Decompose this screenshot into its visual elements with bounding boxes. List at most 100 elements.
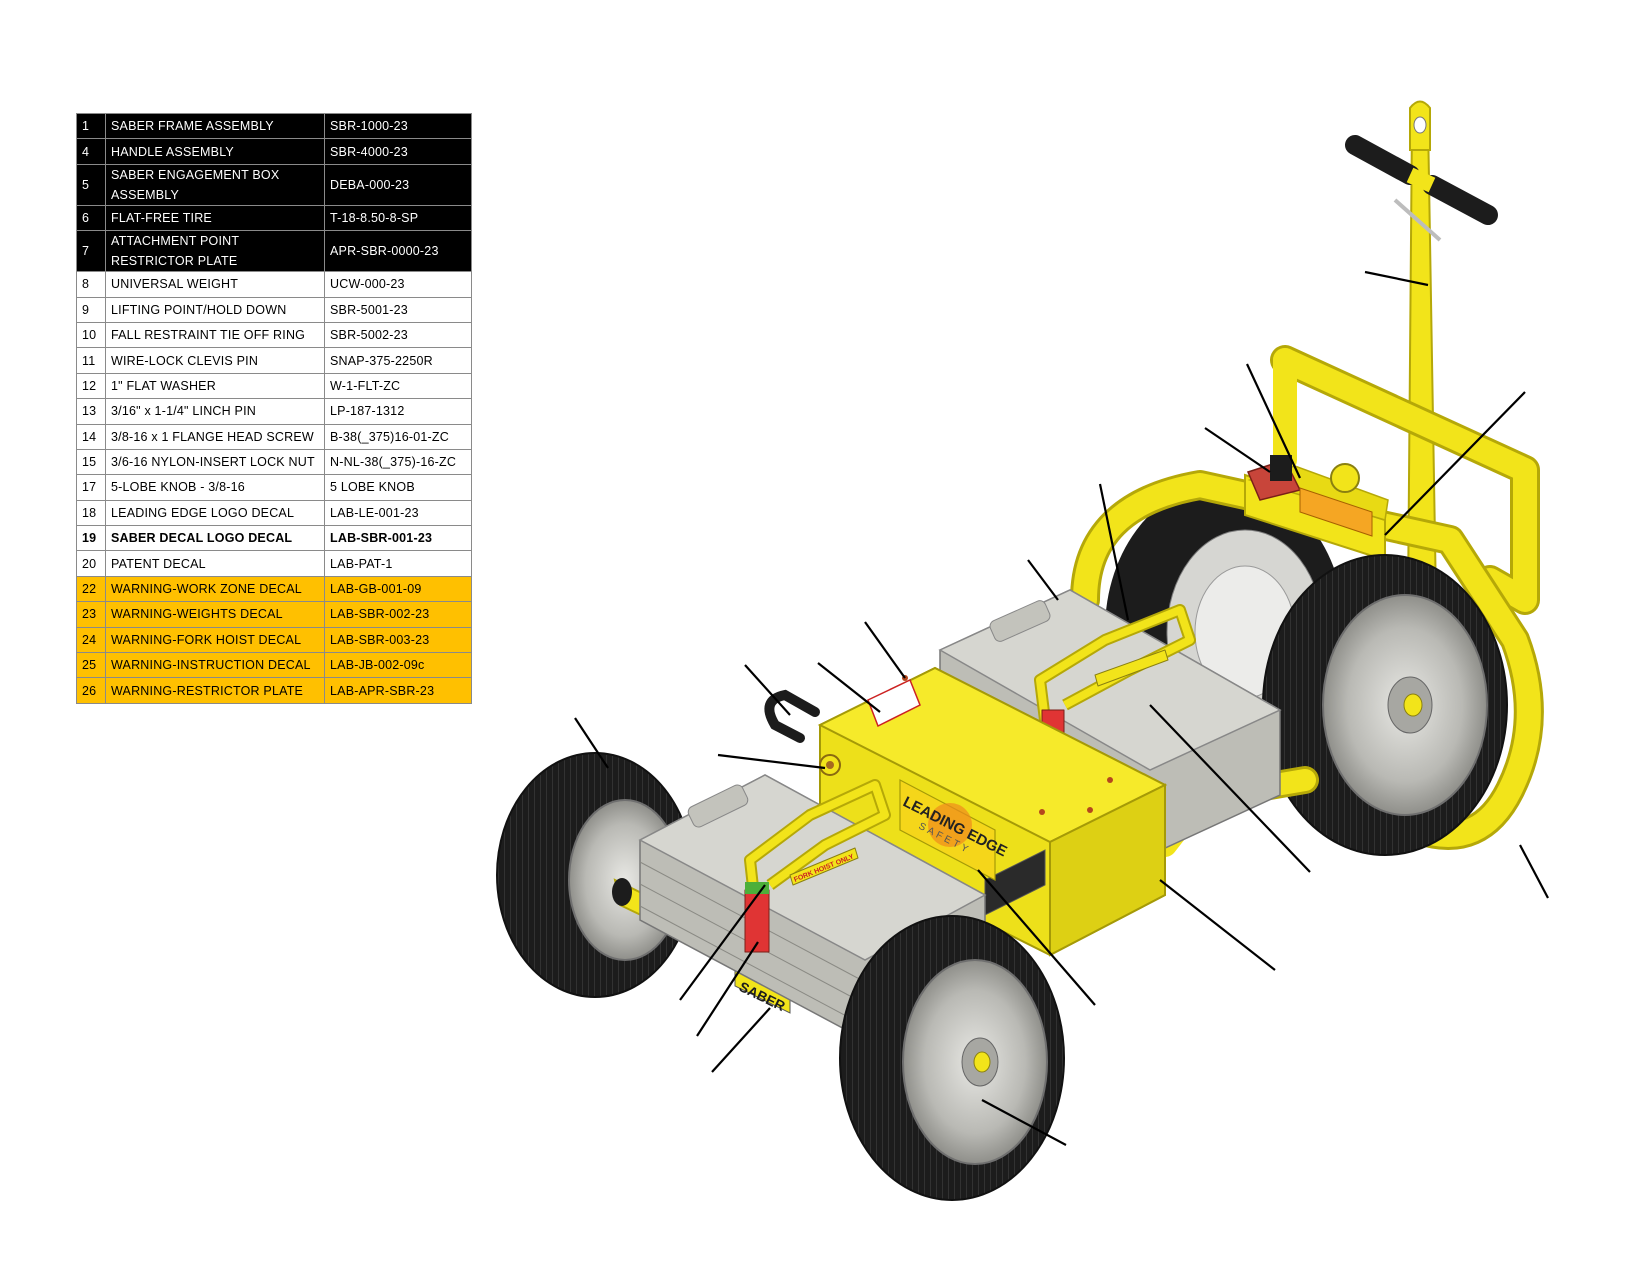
bom-description: SABER FRAME ASSEMBLY bbox=[105, 112, 325, 140]
bom-item-number: 5 bbox=[76, 163, 106, 206]
leader-warning-restrictor bbox=[1384, 391, 1526, 536]
bom-item-number: 13 bbox=[76, 398, 106, 425]
bom-part-number: LAB-APR-SBR-23 bbox=[324, 677, 472, 704]
bom-description: WIRE-LOCK CLEVIS PIN bbox=[105, 347, 325, 374]
bom-item-number: 1 bbox=[76, 112, 106, 140]
bom-item-number: 7 bbox=[76, 230, 106, 273]
leader-restrictor-box bbox=[1246, 363, 1301, 479]
bom-part-number: SBR-1000-23 bbox=[324, 112, 472, 140]
bom-item-number: 14 bbox=[76, 423, 106, 450]
leader-engagement-box bbox=[864, 621, 906, 679]
leader-rear-lifting-point bbox=[1098, 483, 1130, 621]
leader-handle bbox=[1364, 270, 1429, 287]
leader-front-linch-pin bbox=[679, 884, 766, 1001]
bom-description: WARNING-WORK ZONE DECAL bbox=[105, 575, 325, 603]
bom-part-number: DEBA-000-23 bbox=[324, 163, 472, 206]
leader-clevis-pin bbox=[717, 753, 826, 770]
bom-part-number: LAB-SBR-003-23 bbox=[324, 626, 472, 654]
bom-part-number: LAB-GB-001-09 bbox=[324, 575, 472, 603]
tie-off-ring bbox=[764, 689, 841, 776]
bom-description: 3/8-16 x 1 FLANGE HEAD SCREW bbox=[105, 423, 325, 450]
bom-part-number: LAB-SBR-002-23 bbox=[324, 601, 472, 628]
bom-item-number: 20 bbox=[76, 550, 106, 577]
bom-description: 3/6-16 NYLON-INSERT LOCK NUT bbox=[105, 448, 325, 476]
bom-description: ATTACHMENT POINT RESTRICTOR PLATE bbox=[105, 230, 325, 273]
bom-part-number: T-18-8.50-8-SP bbox=[324, 204, 472, 232]
bom-part-number: APR-SBR-0000-23 bbox=[324, 230, 472, 273]
bom-item-number: 6 bbox=[76, 204, 106, 232]
rear-outer-wheel bbox=[1262, 554, 1508, 856]
leader-frame-bolt bbox=[1159, 879, 1276, 971]
bom-description: LEADING EDGE LOGO DECAL bbox=[105, 499, 325, 527]
bom-description: FLAT-FREE TIRE bbox=[105, 204, 325, 232]
bom-part-number: UCW-000-23 bbox=[324, 271, 472, 298]
bom-description: PATENT DECAL bbox=[105, 550, 325, 577]
bom-part-number: LAB-SBR-001-23 bbox=[324, 525, 472, 552]
bom-item-number: 26 bbox=[76, 677, 106, 704]
leader-warning-decal bbox=[817, 662, 881, 713]
bom-item-number: 22 bbox=[76, 575, 106, 603]
bom-item-number: 8 bbox=[76, 271, 106, 298]
bom-description: 5-LOBE KNOB - 3/8-16 bbox=[105, 474, 325, 501]
leader-rear-tire bbox=[1519, 844, 1549, 899]
bom-part-number: SBR-4000-23 bbox=[324, 138, 472, 165]
bom-item-number: 4 bbox=[76, 138, 106, 165]
leader-front-inner-tire bbox=[574, 717, 609, 769]
bom-item-number: 17 bbox=[76, 474, 106, 501]
leader-tie-off-ring bbox=[744, 664, 791, 716]
bom-description: WARNING-RESTRICTOR PLATE bbox=[105, 677, 325, 704]
bom-part-number: LAB-PAT-1 bbox=[324, 550, 472, 577]
bom-description: HANDLE ASSEMBLY bbox=[105, 138, 325, 165]
bom-description: SABER ENGAGEMENT BOX ASSEMBLY bbox=[105, 163, 325, 206]
bom-item-number: 25 bbox=[76, 652, 106, 679]
leader-front-hub bbox=[981, 1099, 1067, 1146]
leader-front-red-pin bbox=[696, 941, 759, 1037]
leader-restrictor-plate bbox=[1204, 427, 1271, 473]
bom-description: WARNING-FORK HOIST DECAL bbox=[105, 626, 325, 654]
bom-description: LIFTING POINT/HOLD DOWN bbox=[105, 296, 325, 323]
bom-item-number: 15 bbox=[76, 448, 106, 476]
bom-part-number: W-1-FLT-ZC bbox=[324, 372, 472, 400]
leader-saber-decal bbox=[711, 1007, 771, 1073]
bom-item-number: 9 bbox=[76, 296, 106, 323]
bom-part-number: N-NL-38(_375)-16-ZC bbox=[324, 448, 472, 476]
bom-part-number: SNAP-375-2250R bbox=[324, 347, 472, 374]
bom-item-number: 23 bbox=[76, 601, 106, 628]
callout-leader-lines bbox=[574, 270, 1549, 1146]
bom-part-number: LAB-JB-002-09c bbox=[324, 652, 472, 679]
handle-assembly bbox=[1345, 100, 1498, 601]
engagement-box: LEADING EDGE SAFETY bbox=[817, 666, 1168, 957]
bom-item-number: 24 bbox=[76, 626, 106, 654]
leader-leading-edge-decal bbox=[977, 869, 1096, 1006]
front-outer-wheel bbox=[839, 915, 1065, 1201]
bom-part-number: LP-187-1312 bbox=[324, 398, 472, 425]
leader-fork-hoist-decal bbox=[1149, 704, 1311, 873]
attachment-point-restrictor bbox=[1244, 455, 1389, 562]
leader-rear-weight bbox=[1027, 559, 1059, 601]
bom-description: WARNING-INSTRUCTION DECAL bbox=[105, 652, 325, 679]
bom-description: UNIVERSAL WEIGHT bbox=[105, 271, 325, 298]
bom-description: SABER DECAL LOGO DECAL bbox=[105, 525, 325, 552]
